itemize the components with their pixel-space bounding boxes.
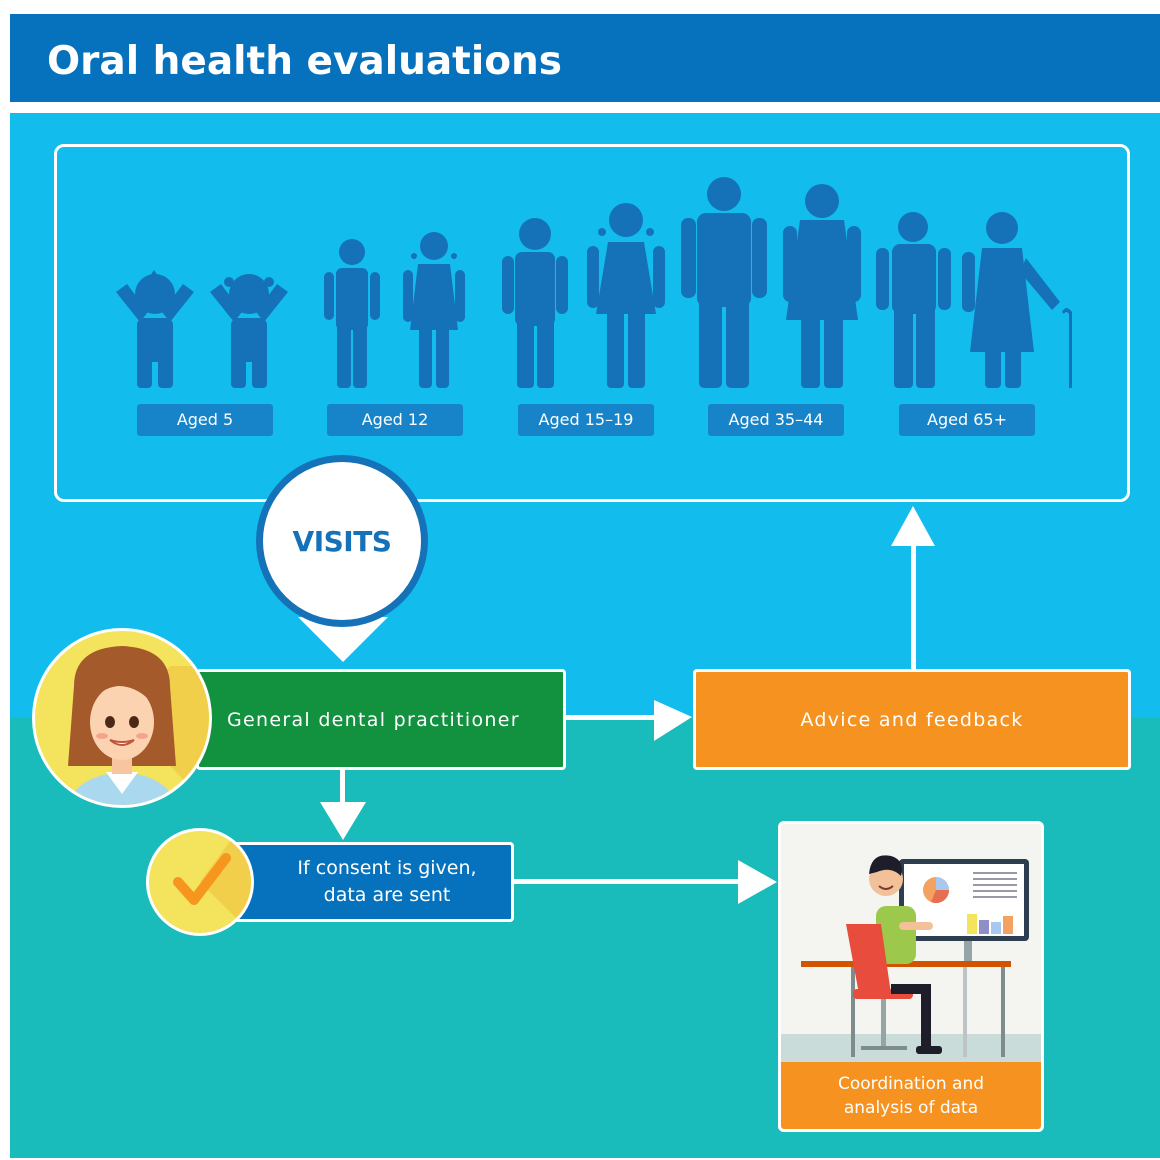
practitioner-box: General dental practitioner: [196, 669, 566, 770]
age-tag-35-44: Aged 35–44: [708, 404, 844, 436]
visits-circle: VISITS: [256, 455, 428, 627]
person-silhouette-icon: [502, 218, 568, 388]
age-tag-65-plus: Aged 65+: [899, 404, 1035, 436]
arrow-right-icon: [654, 700, 692, 741]
person-silhouette-icon: [876, 212, 951, 388]
visits-label: VISITS: [292, 524, 392, 558]
person-silhouette-icon: [681, 177, 767, 388]
checkmark-icon: [146, 828, 254, 936]
age-tag-12: Aged 12: [327, 404, 463, 436]
arrow-down-icon: [320, 802, 366, 840]
person-silhouette-icon: [587, 203, 665, 388]
person-silhouette-icon: [324, 239, 380, 388]
consent-line-2: data are sent: [323, 884, 451, 906]
coordination-label-box: Coordination and analysis of data: [778, 1062, 1044, 1132]
advice-label: Advice and feedback: [800, 708, 1024, 731]
visits-pointer-icon: [298, 617, 388, 662]
coordination-line-1: Coordination and: [837, 1073, 985, 1094]
person-silhouette-icon: [116, 270, 194, 388]
page-title: Oral health evaluations: [47, 39, 562, 84]
person-silhouette-icon: [403, 232, 465, 388]
dentist-avatar-icon: [32, 628, 212, 808]
arrow-up-icon: [891, 506, 935, 546]
consent-box: If consent is given, data are sent: [230, 842, 514, 922]
title-bar: [10, 14, 1160, 102]
age-tag-5: Aged 5: [137, 404, 273, 436]
person-silhouette-icon: [210, 274, 288, 388]
practitioner-label: General dental practitioner: [227, 708, 520, 731]
population-frame: [54, 144, 1130, 502]
consent-line-1: If consent is given,: [297, 857, 477, 879]
advice-box: Advice and feedback: [693, 669, 1131, 770]
age-tag-15-19: Aged 15–19: [518, 404, 654, 436]
arrow-right-icon: [738, 860, 777, 904]
coordination-line-2: analysis of data: [843, 1097, 979, 1118]
analyst-at-desk-icon: [781, 824, 1041, 1065]
person-silhouette-icon: [962, 212, 1072, 388]
person-silhouette-icon: [783, 184, 861, 388]
